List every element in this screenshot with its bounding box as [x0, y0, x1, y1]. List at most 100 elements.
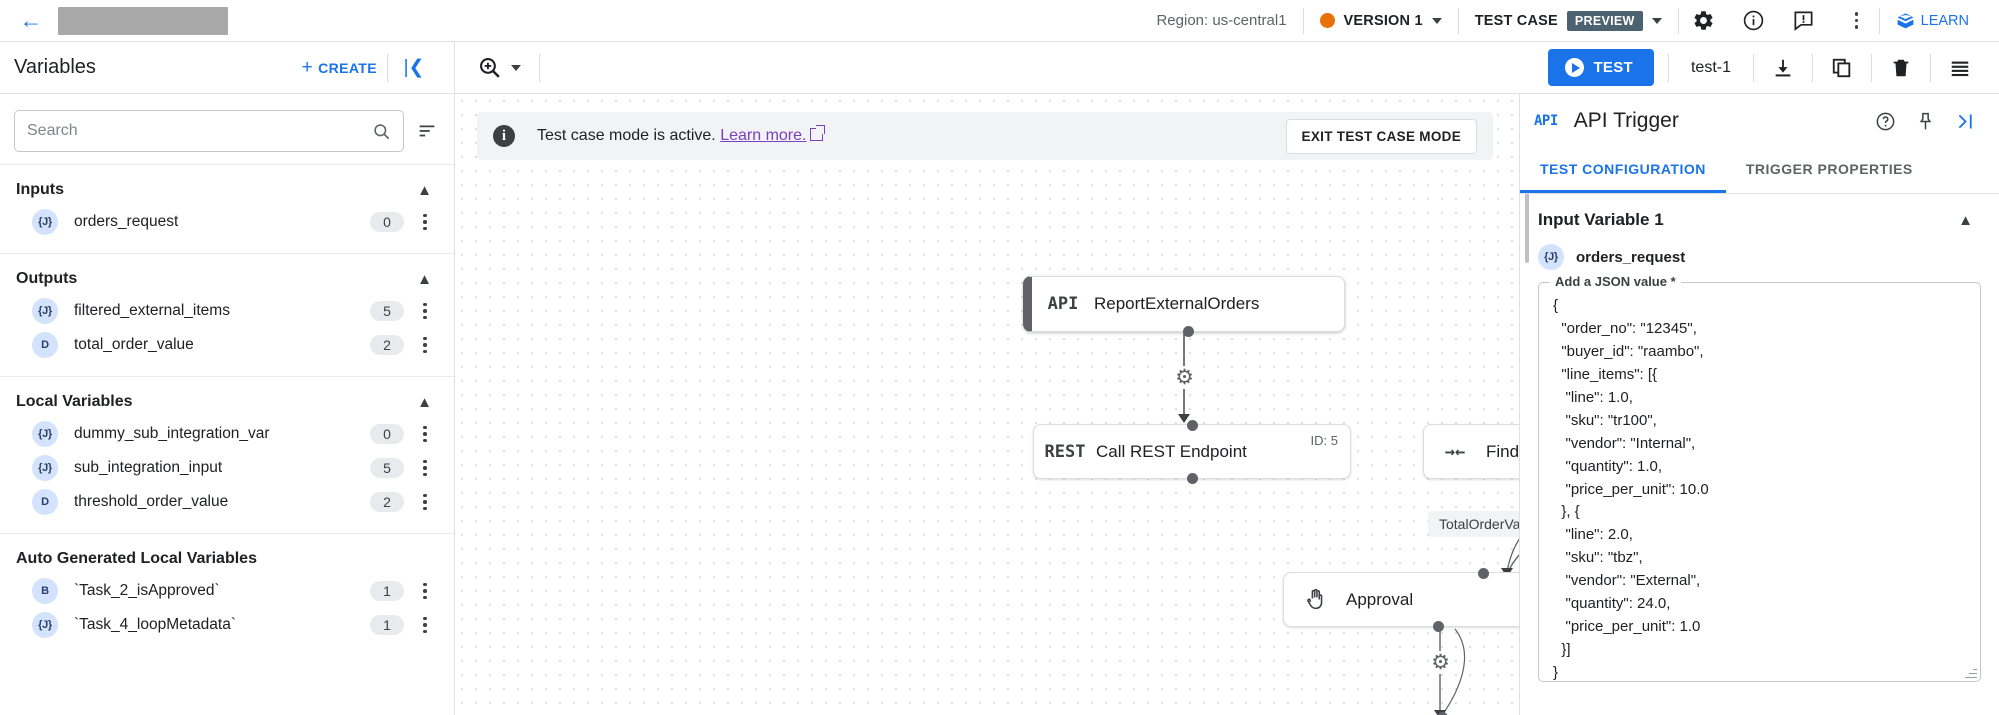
divider — [1302, 7, 1304, 34]
section-auto-generated-local-variables: Auto Generated Local Variables B `Task_2… — [0, 533, 454, 656]
learn-label: LEARN — [1920, 12, 1969, 29]
json-value-field[interactable]: Add a JSON value * { "order_no": "12345"… — [1525, 194, 1981, 682]
type-badge: {J} — [32, 421, 58, 447]
row-more-icon[interactable] — [410, 459, 440, 477]
copy-button[interactable] — [1813, 42, 1871, 94]
exit-test-case-mode-button[interactable]: EXIT TEST CASE MODE — [1285, 118, 1477, 154]
section-header[interactable]: Outputs ▲ — [0, 264, 454, 294]
divider — [1930, 53, 1931, 82]
settings-button[interactable] — [1679, 0, 1729, 42]
node-call-rest-endpoint[interactable]: REST Call REST Endpoint ID: 5 — [1033, 419, 1351, 484]
section-header[interactable]: Inputs ▲ — [0, 175, 454, 205]
section-outputs: Outputs ▲ {J} filtered_external_items 5 … — [0, 253, 454, 376]
node-output-port[interactable] — [1433, 620, 1445, 632]
row-more-icon[interactable] — [410, 616, 440, 634]
section-title: Local Variables — [16, 393, 133, 410]
list-item[interactable]: {J} orders_request 0 — [0, 205, 454, 239]
node-find-total-order-price[interactable]: →← Find Total Order Price ID: 1 — [1423, 424, 1519, 479]
type-badge: {J} — [32, 209, 58, 235]
more-options-button[interactable] — [1829, 0, 1879, 42]
canvas-toolbar — [455, 42, 1548, 93]
list-item[interactable]: D threshold_order_value 2 — [0, 485, 454, 519]
flow-canvas[interactable]: i Test case mode is active. Learn more. … — [455, 94, 1519, 715]
divider — [1871, 53, 1872, 82]
edge-condition-label[interactable]: TotalOrderValue Above … — [1428, 511, 1519, 537]
search-input[interactable] — [27, 122, 372, 140]
node-input-port[interactable] — [1436, 711, 1448, 715]
chevron-up-icon[interactable]: ▲ — [1958, 211, 1973, 229]
help-button[interactable] — [1865, 94, 1905, 148]
edge-arrow-icon — [1178, 414, 1190, 423]
type-badge: {J} — [1538, 244, 1564, 270]
test-label: TEST — [1593, 59, 1633, 76]
feedback-button[interactable] — [1779, 0, 1829, 42]
zoom-icon — [480, 58, 500, 78]
chevron-up-icon[interactable]: ▲ — [417, 181, 432, 199]
row-more-icon[interactable] — [410, 302, 440, 320]
row-more-icon[interactable] — [410, 493, 440, 511]
row-more-icon[interactable] — [410, 213, 440, 231]
row-more-icon[interactable] — [410, 582, 440, 600]
edge-gear-icon[interactable]: ⚙ — [1429, 651, 1452, 674]
section-header[interactable]: Auto Generated Local Variables — [0, 544, 454, 574]
count-badge: 2 — [370, 335, 404, 355]
sort-icon[interactable] — [414, 120, 440, 142]
test-case-name[interactable]: test-1 — [1690, 58, 1731, 76]
chevron-up-icon[interactable]: ▲ — [417, 393, 432, 411]
search-box[interactable] — [14, 110, 404, 152]
test-button[interactable]: TEST — [1548, 49, 1654, 86]
test-case-selector[interactable]: TEST CASE PREVIEW — [1459, 10, 1678, 31]
tab-trigger-properties[interactable]: TRIGGER PROPERTIES — [1745, 161, 1913, 177]
info-icon: i — [493, 125, 515, 147]
collapse-right-icon[interactable] — [1945, 94, 1985, 148]
node-body: ReportExternalOrders — [1094, 294, 1344, 314]
count-badge: 2 — [370, 492, 404, 512]
node-input-port[interactable] — [1186, 419, 1198, 431]
node-body: Find Total Order Price — [1486, 442, 1519, 462]
panel-scroll-thumb[interactable] — [1525, 194, 1529, 263]
divider — [1753, 53, 1754, 82]
resize-handle-icon[interactable] — [1965, 666, 1977, 678]
section-header[interactable]: Local Variables ▲ — [0, 387, 454, 417]
list-item[interactable]: {J} filtered_external_items 5 — [0, 294, 454, 328]
section-inputs: Inputs ▲ {J} orders_request 0 — [0, 164, 454, 253]
info-button[interactable] — [1729, 0, 1779, 42]
download-icon — [1775, 59, 1791, 76]
chevron-up-icon[interactable]: ▲ — [417, 270, 432, 288]
pin-button[interactable] — [1905, 94, 1945, 148]
node-report-external-orders[interactable]: API ReportExternalOrders — [1023, 276, 1345, 337]
node-input-port[interactable] — [1477, 567, 1489, 579]
json-input[interactable]: { "order_no": "12345", "buyer_id": "raam… — [1553, 297, 1709, 681]
version-selector[interactable]: VERSION 1 — [1304, 13, 1458, 29]
node-approval[interactable]: Approval ID: 2 — [1283, 567, 1519, 632]
list-item[interactable]: D total_order_value 2 — [0, 328, 454, 362]
input-variable-header[interactable]: Input Variable 1 ▲ — [1538, 210, 1981, 230]
row-more-icon[interactable] — [410, 336, 440, 354]
list-item[interactable]: {J} `Task_4_loopMetadata` 1 — [0, 608, 454, 642]
node-output-port[interactable] — [1186, 472, 1198, 484]
more-vert-icon — [1842, 12, 1872, 29]
divider — [1812, 53, 1813, 82]
node-body: Approval — [1346, 590, 1519, 610]
collapse-panel-icon[interactable]: |❮ — [403, 57, 425, 78]
back-arrow-icon[interactable]: ← — [19, 7, 43, 33]
divider — [1677, 7, 1679, 34]
list-item[interactable]: {J} sub_integration_input 5 — [0, 451, 454, 485]
node-title: Find Total Order Price — [1486, 441, 1519, 461]
variable-name: sub_integration_input — [74, 459, 223, 476]
tab-test-configuration[interactable]: TEST CONFIGURATION — [1520, 148, 1726, 193]
delete-button[interactable] — [1872, 42, 1930, 94]
count-badge: 5 — [370, 458, 404, 478]
zoom-control[interactable] — [477, 55, 521, 80]
redacted-title — [58, 6, 228, 35]
list-button[interactable] — [1931, 42, 1989, 94]
learn-button[interactable]: LEARN — [1880, 11, 1985, 30]
create-variable-button[interactable]: + CREATE — [292, 58, 387, 77]
edge-gear-icon[interactable]: ⚙ — [1173, 366, 1196, 389]
list-item[interactable]: B `Task_2_isApproved` 1 — [0, 574, 454, 608]
learn-more-link[interactable]: Learn more. — [720, 127, 807, 144]
node-output-port[interactable] — [1182, 325, 1194, 337]
row-more-icon[interactable] — [410, 425, 440, 443]
download-button[interactable] — [1754, 42, 1812, 94]
list-item[interactable]: {J} dummy_sub_integration_var 0 — [0, 417, 454, 451]
